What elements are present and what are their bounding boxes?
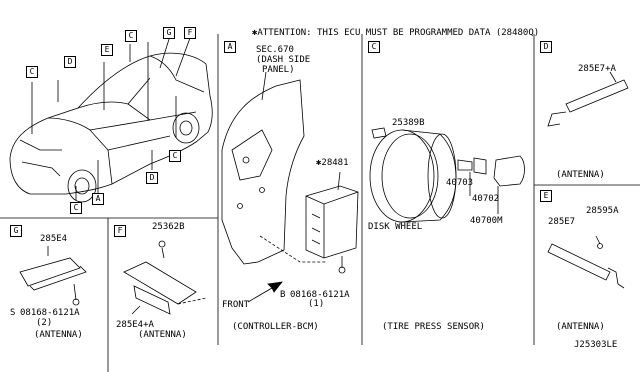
- part-25362b: 25362B: [152, 222, 185, 232]
- callout-d: D: [64, 56, 76, 68]
- part-40700m: 40700M: [470, 216, 503, 226]
- dash-side-label: (DASH SIDE: [256, 55, 311, 65]
- caption-antenna-e: (ANTENNA): [556, 322, 605, 332]
- section-e-label: E: [540, 190, 552, 202]
- section-g-label: G: [10, 225, 22, 237]
- bolt-qty: (1): [308, 299, 325, 309]
- part-285e7-a: 285E7+A: [578, 64, 616, 74]
- callout-c: C: [70, 202, 82, 214]
- section-d-label: D: [540, 41, 552, 53]
- caption-controller-bcm: (CONTROLLER-BCM): [232, 322, 319, 332]
- bolt-circle-b: B: [280, 290, 286, 300]
- caption-tire-press-sensor: (TIRE PRESS SENSOR): [382, 322, 485, 332]
- callout-c: C: [169, 150, 181, 162]
- vehicle-illustration: [9, 35, 213, 203]
- callout-f: F: [184, 27, 196, 39]
- tire-sensor-drawing: [371, 127, 525, 214]
- part-08168-6121a-g: 08168-6121A: [20, 308, 80, 318]
- callout-c: C: [26, 66, 38, 78]
- front-arrow: [247, 281, 283, 303]
- part-285e4-a: 285E4+A: [116, 320, 154, 330]
- section-f-label: F: [114, 225, 126, 237]
- caption-antenna-f: (ANTENNA): [138, 330, 187, 340]
- callout-e: E: [101, 44, 113, 56]
- antenna-e-drawing: [547, 235, 625, 289]
- part-08168-6121a: 08168-6121A: [290, 290, 350, 300]
- sec-670-label: SEC.670: [256, 45, 294, 55]
- panel-label: PANEL): [262, 65, 295, 75]
- callout-c: C: [125, 30, 137, 42]
- caption-antenna-d: (ANTENNA): [556, 170, 605, 180]
- part-25389b: 25389B: [392, 118, 425, 128]
- caption-antenna-g: (ANTENNA): [34, 330, 83, 340]
- bcm-controller-drawing: [259, 171, 359, 274]
- section-c-label: C: [368, 41, 380, 53]
- antenna-g-drawing: [19, 246, 87, 306]
- part-285e7: 285E7: [548, 217, 576, 227]
- part-28595a: 28595A: [586, 206, 619, 216]
- front-label: FRONT: [222, 300, 250, 310]
- callout-g: G: [163, 27, 175, 39]
- part-28481: ✱28481: [316, 158, 349, 168]
- attention-note: ✱ATTENTION: THIS ECU MUST BE PROGRAMMED …: [252, 28, 540, 38]
- diagram-code: J25303LE: [574, 340, 618, 350]
- bolt-qty-g: (2): [36, 318, 53, 328]
- disk-wheel-label: DISK WHEEL: [368, 222, 423, 232]
- section-a-label: A: [224, 41, 236, 53]
- callout-d: D: [146, 172, 158, 184]
- antenna-f-drawing: [123, 240, 207, 315]
- dash-side-panel-drawing: [221, 71, 305, 265]
- part-285e4: 285E4: [40, 234, 68, 244]
- bolt-circle-s: S: [10, 308, 16, 318]
- disk-wheel-drawing: [369, 129, 457, 223]
- antenna-d-drawing: [547, 71, 629, 127]
- part-40702: 40702: [472, 194, 500, 204]
- callout-a: A: [92, 193, 104, 205]
- part-40703: 40703: [446, 178, 474, 188]
